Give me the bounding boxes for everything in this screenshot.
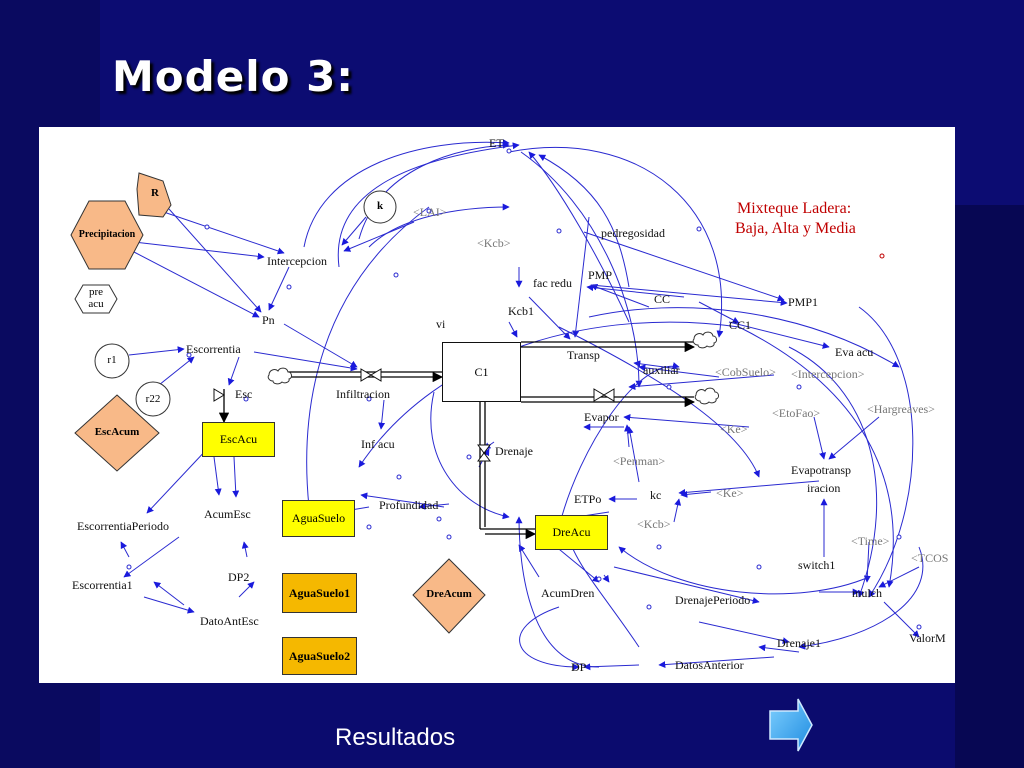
var-escorrentia: Escorrentia <box>186 342 241 356</box>
var-switch1: switch1 <box>798 558 836 572</box>
annotation-location-line2: Baja, Alta y Media <box>735 220 856 237</box>
box-dreacu: DreAcu <box>535 515 608 550</box>
var-kcb-shadow: <Kcb> <box>477 236 511 250</box>
annotation-marker <box>879 253 885 259</box>
var-cobsuelo-shadow: <CobSuelo> <box>715 365 776 379</box>
var-pedregosidad: pedregosidad <box>601 226 665 240</box>
var-profundidad: Profundidad <box>379 498 439 512</box>
annotation-location-line1: Mixteque Ladera: <box>737 200 852 217</box>
stock-c1: C1 <box>442 342 521 402</box>
next-slide-button[interactable] <box>768 697 814 753</box>
var-inf-acu: Inf acu <box>361 437 395 451</box>
var-tcos-shadow: <TCOS <box>911 551 949 565</box>
var-time-shadow: <Time> <box>851 534 890 548</box>
var-datos-anterior: DatosAnterior <box>675 658 744 672</box>
circle-r1-shape <box>94 343 130 379</box>
var-esc: Esc <box>235 387 253 401</box>
var-transp: Transp <box>567 348 600 362</box>
box-aguasuelo1: AguaSuelo1 <box>282 573 357 613</box>
hexagon-precipitacion-shape <box>70 200 144 270</box>
var-kcb-shadow-2: <Kcb> <box>637 517 671 531</box>
hexagon-pre-acu-shape <box>74 284 118 314</box>
model-diagram: R Precipitacion pre acu k r1 r22 EscAcum… <box>39 127 955 683</box>
var-etofao-shadow: <EtoFao> <box>772 406 821 420</box>
diagram-links <box>70 139 924 671</box>
hexagon-pre-label: pre <box>88 286 104 299</box>
var-vi: vi <box>436 317 446 331</box>
arrow-right-icon <box>769 698 813 752</box>
var-evapotranspiracion-line1: Evapotransp <box>791 463 851 477</box>
var-penman-shadow: <Penman> <box>613 454 666 468</box>
var-et: ET <box>489 136 504 150</box>
hexagon-r-shape <box>136 172 172 218</box>
var-intercepcion: Intercepcion <box>267 254 327 268</box>
var-evapotranspiracion-line2: iracion <box>807 481 841 495</box>
slide-title: Modelo 3: <box>112 52 355 101</box>
var-eva-acu: Eva acu <box>835 345 874 359</box>
circle-r1-label: r1 <box>107 354 117 367</box>
var-mulch: mulch <box>852 586 882 600</box>
var-cc1: CC1 <box>729 318 752 332</box>
results-link[interactable]: Resultados <box>335 724 456 751</box>
slide-background-right <box>955 205 1024 768</box>
hexagon-precipitacion-label: Precipitacion <box>78 228 136 240</box>
var-pn: Pn <box>262 313 275 327</box>
diamond-escacum-shape <box>74 394 160 472</box>
var-dp: DP <box>571 660 587 674</box>
var-cc: CC <box>654 292 671 306</box>
circle-k-label: k <box>376 200 384 213</box>
diamond-escacum-label: EscAcum <box>94 426 140 439</box>
var-acum-esc: AcumEsc <box>204 507 251 521</box>
var-auxiliar: auxiliar <box>643 363 680 377</box>
var-drenaje: Drenaje <box>495 444 533 458</box>
var-hargreaves-shadow: <Hargreaves> <box>867 402 935 416</box>
var-pmp: PMP <box>588 268 613 282</box>
var-valor-m: ValorM <box>909 631 946 645</box>
var-fac-redu: fac redu <box>533 276 572 290</box>
var-drenaje-periodo: DrenajePeriodo <box>675 593 751 607</box>
var-drenaje1: Drenaje1 <box>777 636 821 650</box>
circle-r22-label: r22 <box>145 393 161 406</box>
box-escacu: EscAcu <box>202 422 275 457</box>
hexagon-r-label: R <box>151 187 159 200</box>
var-kc: kc <box>650 488 662 502</box>
var-pmp1: PMP1 <box>788 295 819 309</box>
var-kcb1: Kcb1 <box>508 304 534 318</box>
var-infiltracion: Infiltracion <box>336 387 390 401</box>
var-escorrentia-periodo: EscorrentiaPeriodo <box>77 519 169 533</box>
var-ke-shadow-1: <Ke> <box>720 422 748 436</box>
circle-k-shape <box>363 190 397 224</box>
hexagon-acu-label: acu <box>88 298 104 311</box>
circle-r22-shape <box>135 381 171 417</box>
diamond-dreacum-shape <box>412 558 486 634</box>
var-evapor: Evapor <box>584 410 619 424</box>
var-lai-shadow: <LAI> <box>413 205 447 219</box>
diamond-dreacum-label: DreAcum <box>426 588 472 601</box>
box-aguasuelo: AguaSuelo <box>282 500 355 537</box>
var-etpo: ETPo <box>574 492 602 506</box>
var-escorrentia1: Escorrentia1 <box>72 578 133 592</box>
var-acum-dren: AcumDren <box>541 586 595 600</box>
box-aguasuelo2: AguaSuelo2 <box>282 637 357 675</box>
var-dato-ant-esc: DatoAntEsc <box>200 614 259 628</box>
var-intercepcion-shadow: <Intercepcion> <box>791 367 865 381</box>
var-ke-shadow-2: <Ke> <box>716 486 744 500</box>
var-dp2: DP2 <box>228 570 250 584</box>
